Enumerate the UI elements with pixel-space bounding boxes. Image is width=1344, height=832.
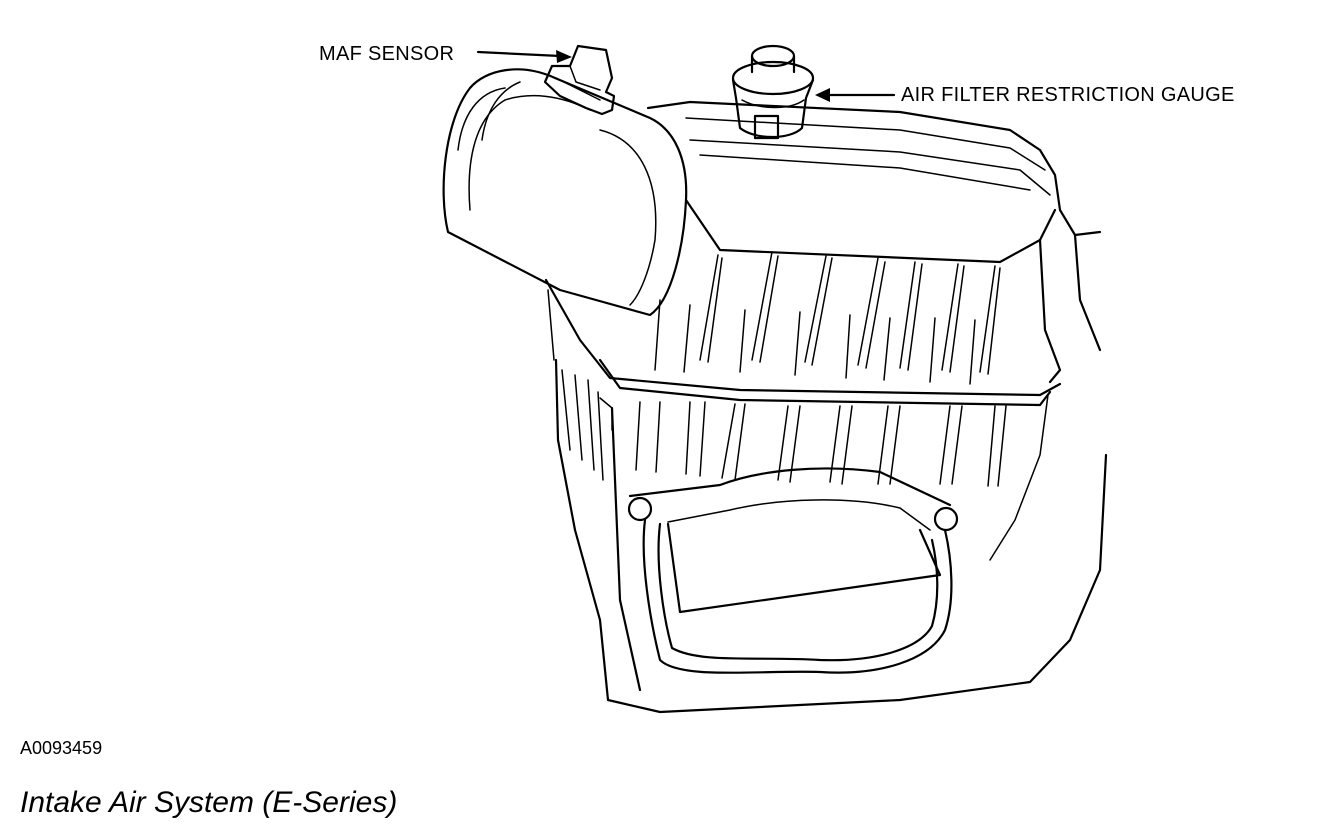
air-cleaner-cover	[646, 100, 1102, 384]
maf-sensor	[543, 44, 616, 116]
air-filter-restriction-gauge-label: AIR FILTER RESTRICTION GAUGE	[901, 84, 1235, 106]
figure-caption: Intake Air System (E-Series)	[20, 786, 398, 819]
gauge-leader-arrow	[815, 88, 896, 102]
maf-sensor-label: MAF SENSOR	[319, 43, 455, 65]
air-cleaner-housing	[554, 358, 1108, 714]
figure-id: A0093459	[20, 738, 103, 758]
outlet-port	[627, 467, 959, 674]
housing-ribs	[635, 401, 1007, 487]
cover-ribs	[654, 251, 1001, 385]
air-filter-restriction-gauge	[731, 44, 815, 140]
air-inlet-duct	[442, 68, 688, 317]
maf-sensor-leader-arrow	[476, 50, 572, 63]
